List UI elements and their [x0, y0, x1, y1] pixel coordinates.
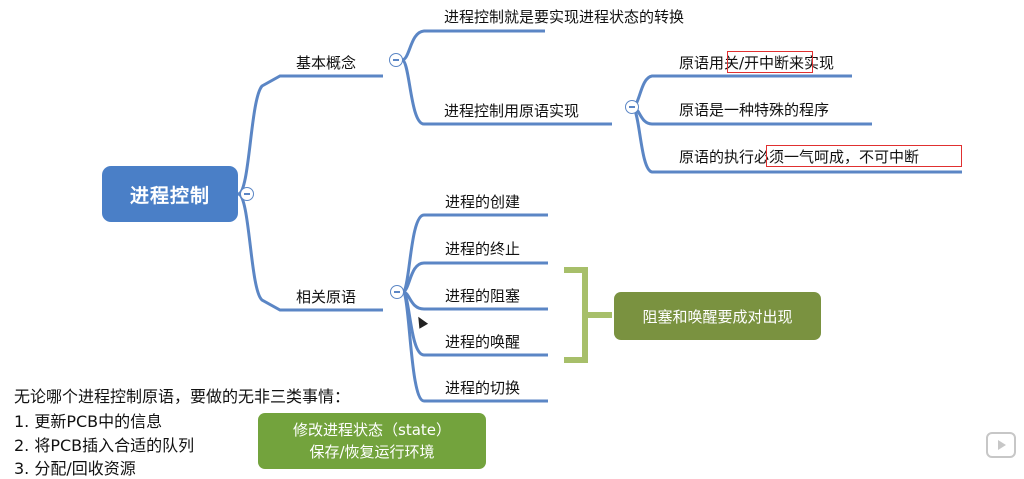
related-child-create[interactable]: 进程的创建	[445, 193, 521, 211]
notes-item-3: 3. 分配/回收资源	[14, 459, 136, 478]
notes-item-2: 2. 将PCB插入合适的队列	[14, 436, 195, 455]
branch-basic-label[interactable]: 基本概念	[296, 54, 357, 72]
root-collapse-icon[interactable]	[240, 187, 254, 201]
notes-item-1: 1. 更新PCB中的信息	[14, 412, 163, 431]
basic-child-1[interactable]: 进程控制就是要实现进程状态的转换	[444, 8, 685, 26]
related-child-block[interactable]: 进程的阻塞	[445, 287, 521, 305]
primitive-child-1[interactable]: 原语用关/开中断来实现	[679, 54, 835, 72]
highlight-box-interrupt	[727, 51, 813, 73]
basic-child-2[interactable]: 进程控制用原语实现	[444, 102, 580, 120]
related-child-wakeup[interactable]: 进程的唤醒	[445, 333, 521, 351]
callout-state-line1: 修改进程状态（state）	[293, 421, 451, 439]
basic-collapse-icon[interactable]	[389, 53, 403, 67]
video-play-icon	[986, 432, 1016, 458]
related-collapse-icon[interactable]	[390, 285, 404, 299]
primitive-child-2[interactable]: 原语是一种特殊的程序	[679, 101, 830, 119]
branch-related-label[interactable]: 相关原语	[296, 288, 357, 306]
root-node[interactable]: 进程控制	[102, 166, 238, 222]
related-child-switch[interactable]: 进程的切换	[445, 379, 521, 397]
callout-block-wakeup[interactable]: 阻塞和唤醒要成对出现	[614, 292, 821, 340]
highlight-box-atomic	[766, 145, 962, 167]
primitive-collapse-icon[interactable]	[625, 100, 639, 114]
primitive-child-3[interactable]: 原语的执行必须一气呵成，不可中断	[679, 148, 920, 166]
callout-state[interactable]: 修改进程状态（state） 保存/恢复运行环境	[258, 413, 486, 469]
callout-state-line2: 保存/恢复运行环境	[309, 443, 435, 461]
notes-intro: 无论哪个进程控制原语，要做的无非三类事情：	[14, 387, 351, 406]
related-child-terminate[interactable]: 进程的终止	[445, 240, 521, 258]
